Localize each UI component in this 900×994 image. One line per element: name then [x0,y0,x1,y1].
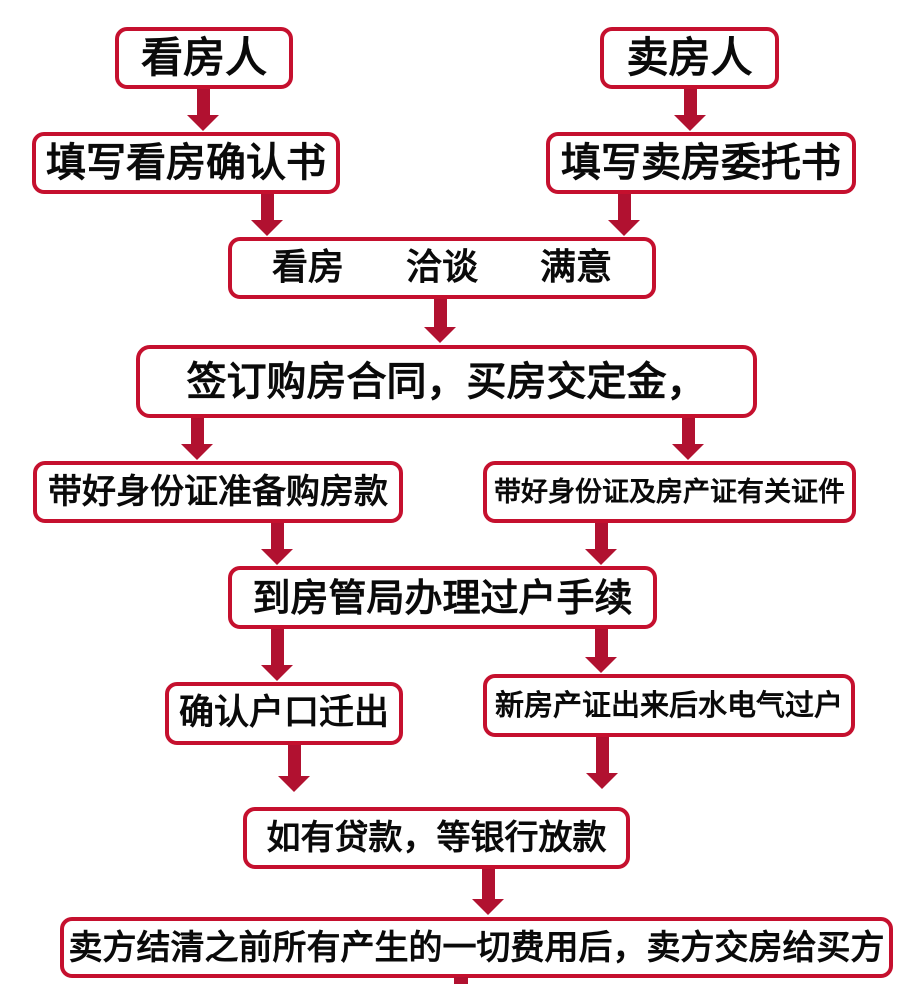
node-seller-prep: 带好身份证及房产证有关证件 [483,461,856,523]
arrow-contract-to-buyer-prep [181,418,213,460]
node-contract: 签订购房合同，买房交定金， [136,345,757,418]
node-seller: 卖房人 [600,27,779,89]
arrow-loan-to-handover [472,869,504,915]
arrow-seller-prep-to-transfer [585,523,617,565]
arrow-meeting-to-contract [424,299,456,343]
node-handover: 卖方结清之前所有产生的一切费用后，卖方交房给买方 [60,917,893,978]
arrow-handover-down-stub [454,977,468,984]
node-viewer: 看房人 [115,27,293,89]
node-loan: 如有贷款，等银行放款 [243,807,630,869]
arrow-viewer-to-viewer-form [187,89,219,131]
arrow-buyer-prep-to-transfer [261,523,293,565]
arrow-viewer-form-to-meeting [251,194,283,236]
node-meeting: 看房 洽谈 满意 [228,237,656,299]
meeting-step-view: 看房 [271,247,344,288]
meeting-step-satisfied: 满意 [540,247,613,288]
arrow-seller-form-to-meeting [608,194,640,236]
arrow-utilities-to-loan [586,737,618,789]
arrow-transfer-to-hukou [261,629,293,681]
meeting-step-negotiate: 洽谈 [405,247,478,288]
node-buyer-prep: 带好身份证准备购房款 [33,461,403,523]
node-transfer: 到房管局办理过户手续 [228,566,657,629]
arrow-contract-to-seller-prep [672,418,704,460]
arrow-hukou-to-loan [278,745,310,792]
arrow-transfer-to-utilities [585,629,617,673]
node-viewer-form: 填写看房确认书 [32,132,340,194]
node-utilities: 新房产证出来后水电气过户 [483,674,855,737]
node-seller-form: 填写卖房委托书 [546,132,856,194]
node-hukou: 确认户口迁出 [165,682,403,745]
arrow-seller-to-seller-form [674,89,706,131]
